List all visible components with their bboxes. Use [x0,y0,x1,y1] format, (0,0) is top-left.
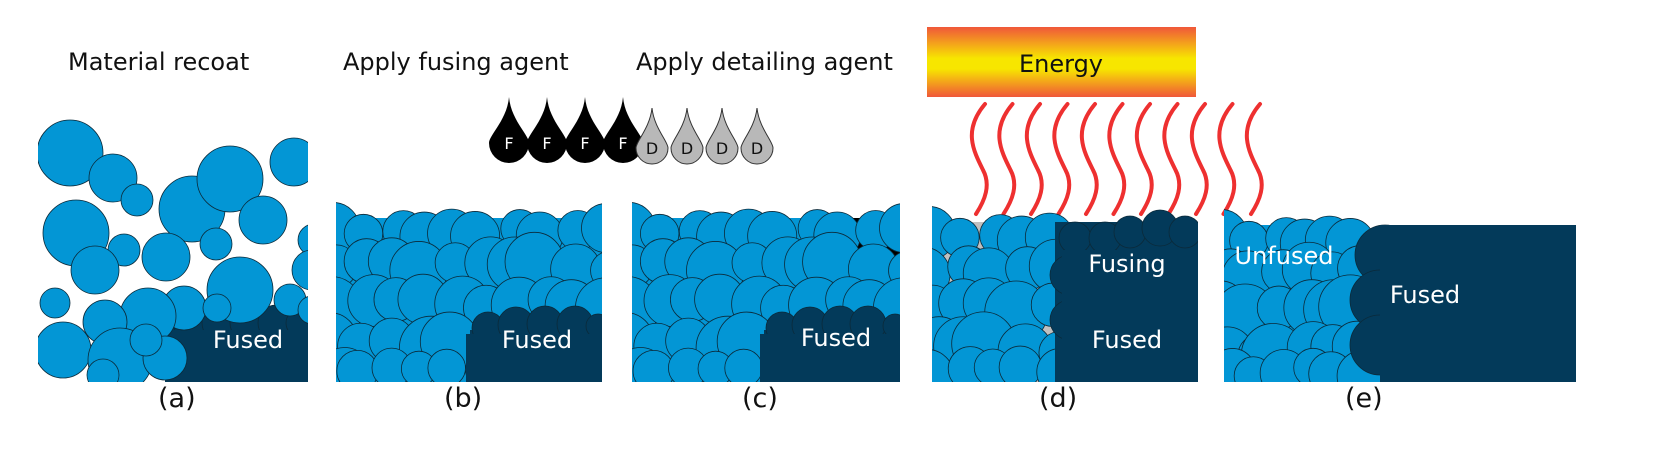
drop-icon [603,97,643,163]
drop-letter: F [504,134,513,153]
fusing-label-d: Fusing [1088,250,1165,278]
caption-a: (a) [158,383,196,414]
drop-letter: D [681,139,693,158]
fused-label-b: Fused [502,326,572,354]
fused-label-a: Fused [213,326,283,354]
particle [427,348,466,382]
heat-wave [1162,102,1182,216]
particle [269,137,308,187]
particle [141,232,191,282]
drop-letter: D [716,139,728,158]
energy-label: Energy [1019,50,1103,78]
heat-wave [1134,102,1154,216]
panel-e-particles [1224,209,1576,382]
drop-icon [527,97,567,163]
heat-wave [1244,102,1264,216]
energy-bar [927,27,1196,97]
unfused-label-e: Unfused [1235,242,1334,270]
drop-icon [705,107,739,165]
drop-icon [740,107,774,165]
particle [38,321,92,379]
drop-letter: D [646,139,658,158]
particle [129,323,163,357]
heat-wave [1217,102,1237,216]
drop-icon [635,107,669,165]
fused-region [1062,250,1198,382]
fused-region [165,330,308,382]
fused-region [1380,225,1576,382]
particle [724,348,763,382]
panel-b-particles [336,202,602,382]
fused-label-c: Fused [801,324,871,352]
drop-icon [489,97,529,163]
drop-icon [565,97,605,163]
particle [196,145,264,213]
particle [879,203,900,253]
particle [202,293,232,323]
title-apply-detailing-agent: Apply detailing agent [636,48,893,76]
particle [120,183,154,217]
drop-letter: D [751,139,763,158]
fused-label-d: Fused [1092,326,1162,354]
heat-wave [997,102,1017,216]
panel-d-particles [932,206,1198,382]
particle [632,350,675,382]
panel-a-particles [38,119,308,382]
drop-letter: F [580,134,589,153]
drop-icon [670,107,704,165]
particle [932,349,955,382]
particle [581,203,602,253]
particle [238,195,288,245]
heat-wave [1079,102,1099,216]
heat-waves-icon [969,102,1264,216]
title-material-recoat: Material recoat [68,48,250,76]
drop-letter: F [542,134,551,153]
particle [38,119,104,187]
heat-wave [1052,102,1072,216]
fused-region [760,334,900,382]
heat-wave [1189,102,1209,216]
particle [1168,215,1198,249]
particle [297,224,308,256]
fused-label-e: Fused [1390,281,1460,309]
particle [1113,215,1147,249]
heat-wave [1024,102,1044,216]
particle [86,358,120,382]
caption-c: (c) [742,383,778,414]
caption-d: (d) [1039,383,1078,414]
caption-e: (e) [1345,383,1383,414]
particle [70,245,120,295]
particle [998,345,1042,382]
particle [199,227,233,261]
fused-region [466,334,602,382]
heat-wave [1107,102,1127,216]
title-apply-fusing-agent: Apply fusing agent [343,48,569,76]
caption-b: (b) [444,383,483,414]
panel-c-particles [632,202,900,382]
heat-wave [969,102,989,216]
drop-letter: F [618,134,627,153]
particle [297,296,308,324]
particle [39,287,71,319]
particle [1058,221,1092,255]
particle [291,250,308,290]
